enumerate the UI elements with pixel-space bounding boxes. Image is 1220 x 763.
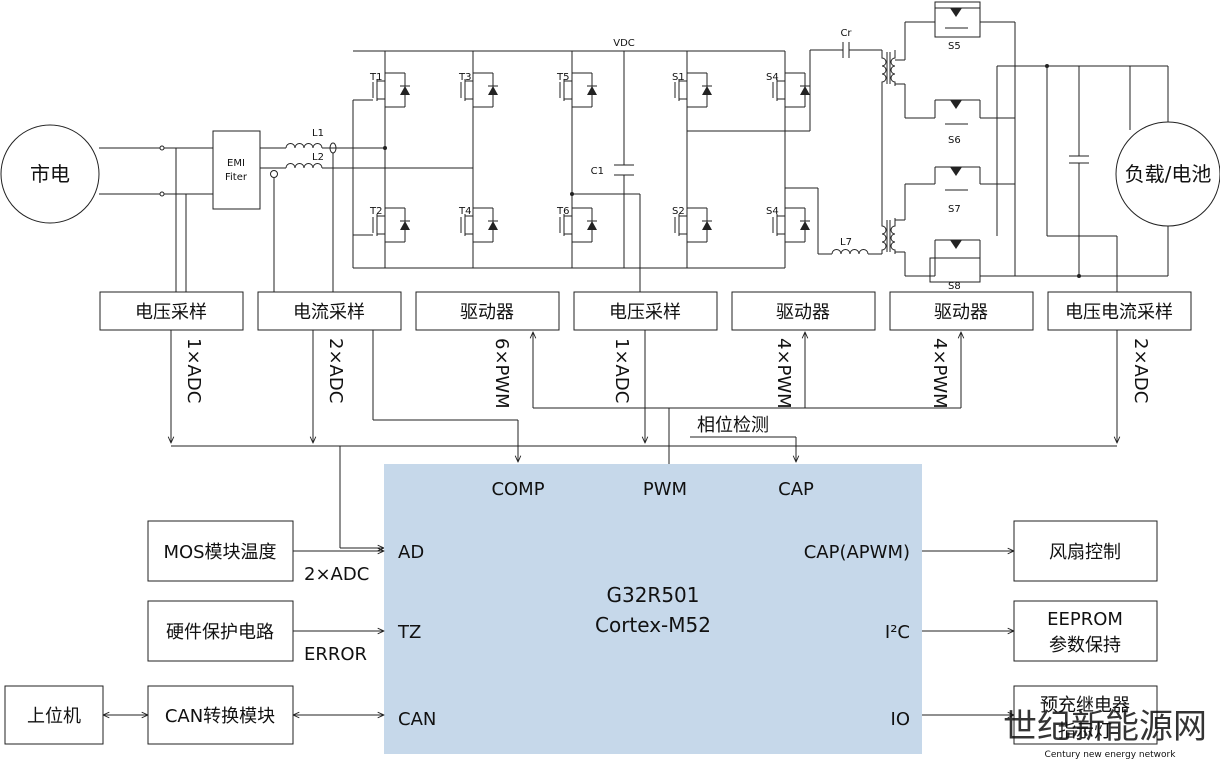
driver-3-label: 驱动器 (934, 302, 988, 323)
voltage-sample-1-label: 电压采样 (135, 302, 207, 323)
inductor-l7 (831, 249, 869, 255)
mcu-block (384, 464, 922, 754)
ad-adc-label: 2×ADC (304, 564, 369, 585)
hw-protect-block (147, 600, 294, 662)
inductor-l1 (285, 143, 323, 149)
watermark-sub: Century new energy network (1045, 750, 1177, 760)
mos-temp-label: MOS模块温度 (163, 542, 276, 563)
phase-detect-label: 相位检测 (697, 415, 769, 436)
transformer-1 (881, 50, 887, 86)
eeprom-label-2: 参数保持 (1049, 635, 1121, 656)
s4-top-label: S4 (766, 72, 779, 83)
pin-capapwm: CAP(APWM) (804, 542, 910, 563)
voltage-sample-1 (99, 291, 244, 331)
eeprom-label-1: EEPROM (1047, 609, 1123, 630)
emi-label-1: EMI (227, 158, 245, 169)
voltage-sample-2-label: 电压采样 (609, 302, 681, 323)
s8-label: S8 (948, 281, 961, 292)
vi-sample-label: 电压电流采样 (1065, 302, 1173, 323)
fan-control-block (1013, 520, 1158, 582)
signal-pwm6: 6×PWM (491, 338, 512, 409)
s7-label: S7 (948, 204, 961, 215)
pin-io: IO (891, 709, 910, 730)
c1-label: C1 (591, 166, 604, 177)
inductor-l2 (285, 163, 323, 169)
relay-label-1: 预充继电器 (1040, 695, 1130, 716)
pin-pwm: PWM (643, 479, 687, 500)
t6-label: T6 (556, 206, 569, 217)
t2-label: T2 (369, 206, 382, 217)
mos-temp-block (147, 520, 294, 582)
host-block (4, 685, 104, 745)
pin-tz: TZ (397, 622, 421, 643)
relay-block (1013, 685, 1158, 745)
signal-adc1: 1×ADC (183, 338, 204, 403)
s4-bottom-label: S4 (766, 206, 779, 217)
eeprom-block (1013, 600, 1158, 662)
driver-1-label: 驱动器 (460, 302, 514, 323)
emi-label-2: Fiter (225, 172, 248, 183)
switch-s5 (950, 8, 962, 17)
grid-source (0, 124, 100, 224)
pin-comp: COMP (491, 479, 544, 500)
vi-sample (1047, 291, 1192, 331)
signal-pwm4a: 4×PWM (773, 338, 794, 409)
signal-adc2: 2×ADC (325, 338, 346, 403)
error-label: ERROR (304, 644, 367, 665)
load-battery (1115, 121, 1220, 227)
t3-label: T3 (458, 72, 471, 83)
current-sample-label: 电流采样 (293, 302, 365, 323)
l1-label: L1 (312, 128, 324, 139)
switch-s7 (950, 167, 962, 176)
switch-s6 (950, 100, 962, 109)
driver-2-label: 驱动器 (776, 302, 830, 323)
voltage-sample-2 (573, 291, 718, 331)
grid-label: 市电 (30, 162, 70, 186)
driver-1 (415, 291, 560, 331)
watermark-main: 世纪新能源网 (1003, 707, 1207, 747)
driver-2 (731, 291, 876, 331)
relay-label-2: 指示灯 (1058, 721, 1112, 742)
signal-adc4: 2×ADC (1130, 338, 1151, 403)
host-label: 上位机 (27, 706, 81, 727)
vdc-label: VDC (613, 38, 635, 49)
t4-label: T4 (458, 206, 471, 217)
l7-label: L7 (840, 237, 852, 248)
current-sample (257, 291, 402, 331)
transformer-2 (881, 218, 887, 254)
s2-label: S2 (672, 206, 685, 217)
s1-label: S1 (672, 72, 685, 83)
load-label: 负载/电池 (1125, 162, 1212, 186)
mcu-core: Cortex-M52 (595, 613, 711, 637)
fan-label: 风扇控制 (1049, 542, 1121, 563)
mcu-name: G32R501 (606, 583, 699, 607)
driver-3 (889, 291, 1034, 331)
signal-pwm4b: 4×PWM (929, 338, 950, 409)
s5-label: S5 (948, 41, 961, 52)
cr-label: Cr (840, 28, 852, 39)
l2-label: L2 (312, 152, 324, 163)
can-module-block (147, 685, 294, 745)
t5-label: T5 (556, 72, 569, 83)
t1-label: T1 (369, 72, 382, 83)
emi-filter (212, 130, 261, 210)
hw-protect-label: 硬件保护电路 (166, 622, 274, 643)
pin-i2c: I²C (885, 622, 910, 643)
s6-label: S6 (948, 135, 961, 146)
pin-ad: AD (398, 542, 424, 563)
pin-cap: CAP (778, 479, 814, 500)
can-module-label: CAN转换模块 (165, 706, 275, 727)
pin-can: CAN (398, 709, 436, 730)
switch-s8 (950, 240, 962, 249)
signal-adc3: 1×ADC (611, 338, 632, 403)
